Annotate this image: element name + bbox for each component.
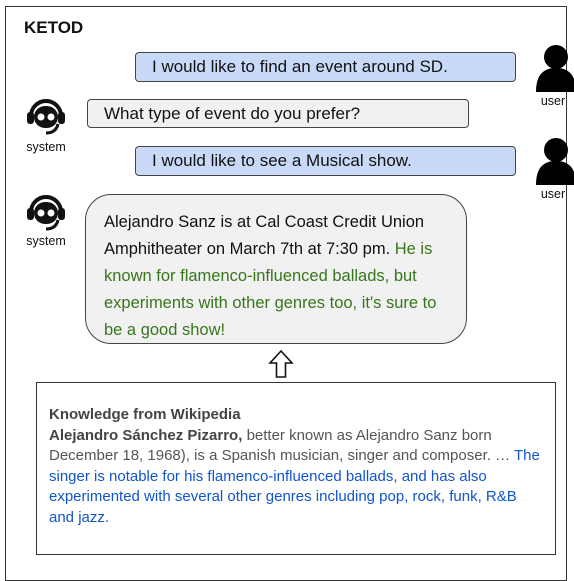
knowledge-passage: Alejandro Sánchez Pizarro, better known … (49, 426, 543, 529)
system-utterance-1: What type of event do you prefer? (87, 99, 469, 128)
robot-headset-icon (27, 99, 65, 135)
user-utterance-2: I would like to see a Musical show. (135, 146, 516, 176)
robot-headset-icon (27, 195, 65, 231)
user-label-2: user (540, 187, 566, 201)
up-arrow-outline-icon (268, 349, 294, 378)
person-silhouette-icon (536, 138, 574, 185)
user-label-1: user (540, 94, 566, 108)
knowledge-plain-text: better known as Alejandro Sanz born Dece… (49, 426, 511, 465)
diagram-title: KETOD (24, 18, 84, 37)
system-utterance-2: Alejandro Sanz is at Cal Coast Credit Un… (85, 194, 467, 344)
user-utterance-1: I would like to find an event around SD. (135, 52, 516, 82)
system-label-2: system (26, 234, 66, 248)
knowledge-highlight-text: The singer is notable for his flamenco-i… (49, 447, 540, 526)
wikipedia-knowledge-box: Knowledge from Wikipedia Alejandro Sánch… (36, 382, 556, 555)
knowledge-entity-name: Alejandro Sánchez Pizarro, (49, 426, 243, 444)
person-silhouette-icon (536, 45, 574, 92)
system-label-1: system (26, 140, 66, 154)
system-response-knowledge: He is known for flamenco-influenced ball… (104, 240, 437, 339)
knowledge-heading: Knowledge from Wikipedia (49, 406, 241, 423)
system-response-plain: Alejandro Sanz is at Cal Coast Credit Un… (104, 213, 425, 258)
